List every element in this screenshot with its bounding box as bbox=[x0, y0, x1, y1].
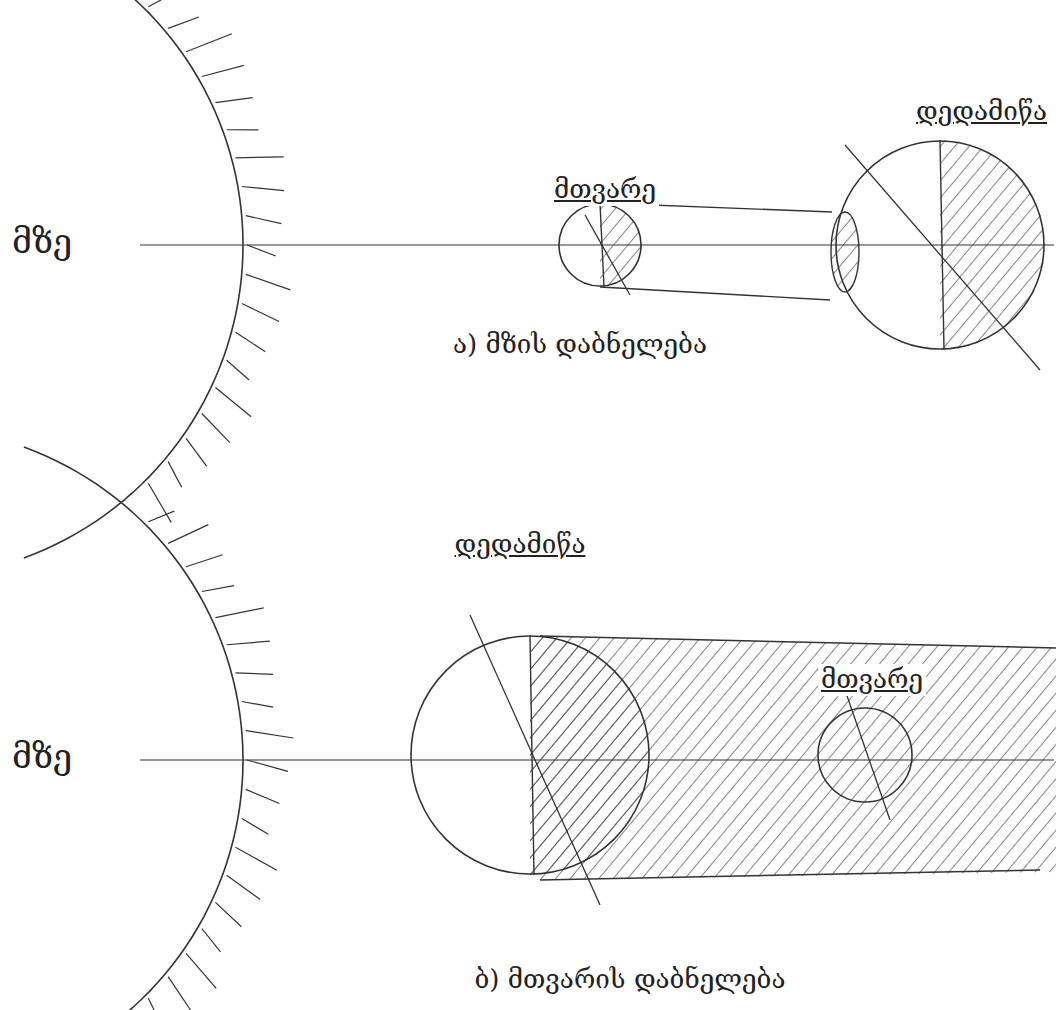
sun-ray bbox=[242, 304, 279, 322]
sun-ray bbox=[236, 332, 266, 352]
body-outline bbox=[836, 141, 1044, 349]
sun-label: მზე bbox=[12, 736, 72, 777]
night-side bbox=[530, 635, 650, 875]
sun-ray bbox=[186, 555, 223, 567]
shadow-edge bbox=[540, 636, 1056, 648]
body-heading: მთვარე bbox=[551, 174, 659, 205]
sun-ray bbox=[227, 641, 270, 645]
sun-figure bbox=[0, 0, 1054, 558]
terminator-line bbox=[940, 140, 944, 350]
sun-ray bbox=[202, 65, 244, 76]
circle-outline bbox=[410, 635, 650, 875]
body-circle: მთვარე bbox=[817, 707, 913, 803]
circle-outline bbox=[558, 203, 642, 287]
sun-ray bbox=[236, 673, 274, 675]
caption-label: ა) მზის დაბნელება bbox=[450, 329, 710, 360]
sun-ray bbox=[227, 129, 259, 130]
sun-ray bbox=[202, 414, 230, 443]
sun-ray bbox=[215, 387, 251, 416]
caption-label: ბ) მთვარის დაბნელება bbox=[471, 964, 788, 995]
sun-ray bbox=[186, 34, 232, 52]
sun-ray bbox=[148, 511, 174, 522]
sun-ray bbox=[246, 216, 282, 224]
sun-ray bbox=[186, 953, 216, 988]
sun-ray bbox=[246, 789, 280, 803]
body-circle: დედამიწა bbox=[835, 140, 1045, 350]
sun-ray bbox=[236, 156, 284, 158]
sun-ray bbox=[148, 998, 163, 1010]
sun-ray bbox=[168, 17, 199, 28]
body-circle: დედამიწა bbox=[410, 635, 650, 875]
shadow-cone bbox=[600, 287, 830, 300]
sun-outline bbox=[0, 0, 243, 558]
sun-ray bbox=[247, 760, 288, 771]
sun-ray bbox=[168, 462, 182, 488]
body-outline bbox=[411, 636, 649, 874]
axis-line bbox=[140, 244, 1054, 245]
sun-ray bbox=[186, 438, 207, 466]
sun-ray bbox=[202, 586, 234, 592]
shadow-spot bbox=[831, 212, 859, 292]
body-heading: მთვარე bbox=[818, 664, 926, 695]
sun-ray bbox=[168, 977, 190, 1010]
sun-ray bbox=[247, 245, 276, 256]
sun-label: მზე bbox=[12, 221, 72, 262]
sun-ray bbox=[215, 902, 241, 926]
moon-axis bbox=[585, 215, 630, 295]
body-circle: მთვარე bbox=[558, 203, 642, 287]
circle-outline bbox=[817, 707, 913, 803]
earth-axis bbox=[470, 615, 600, 905]
sun-ray bbox=[236, 847, 277, 870]
sun-ray bbox=[246, 274, 291, 289]
body-heading: დედამიწა bbox=[913, 96, 1050, 127]
sun-ray bbox=[242, 186, 284, 190]
sun-node: მზე bbox=[0, 0, 1, 1]
sun-outline bbox=[0, 447, 243, 1010]
sun-ray bbox=[242, 701, 273, 707]
circle-outline bbox=[835, 140, 1045, 350]
body-heading: დედამიწა bbox=[452, 529, 589, 560]
sun-ray bbox=[148, 0, 182, 7]
sun-ray bbox=[227, 875, 261, 899]
sun-ray bbox=[168, 525, 208, 544]
sun-ray bbox=[227, 360, 249, 380]
body-outline bbox=[559, 204, 641, 286]
sun-node: მზე bbox=[0, 0, 1, 1]
night-side bbox=[600, 203, 642, 287]
sun-ray bbox=[215, 98, 252, 103]
sun-ray bbox=[215, 608, 263, 618]
night-side bbox=[940, 140, 1045, 350]
earth-axis bbox=[845, 145, 1040, 370]
shadow-edge bbox=[540, 870, 1040, 880]
body-outline bbox=[818, 708, 912, 802]
sun-ray bbox=[202, 929, 221, 952]
sun-ray bbox=[242, 819, 268, 835]
sun-ray bbox=[246, 731, 294, 738]
